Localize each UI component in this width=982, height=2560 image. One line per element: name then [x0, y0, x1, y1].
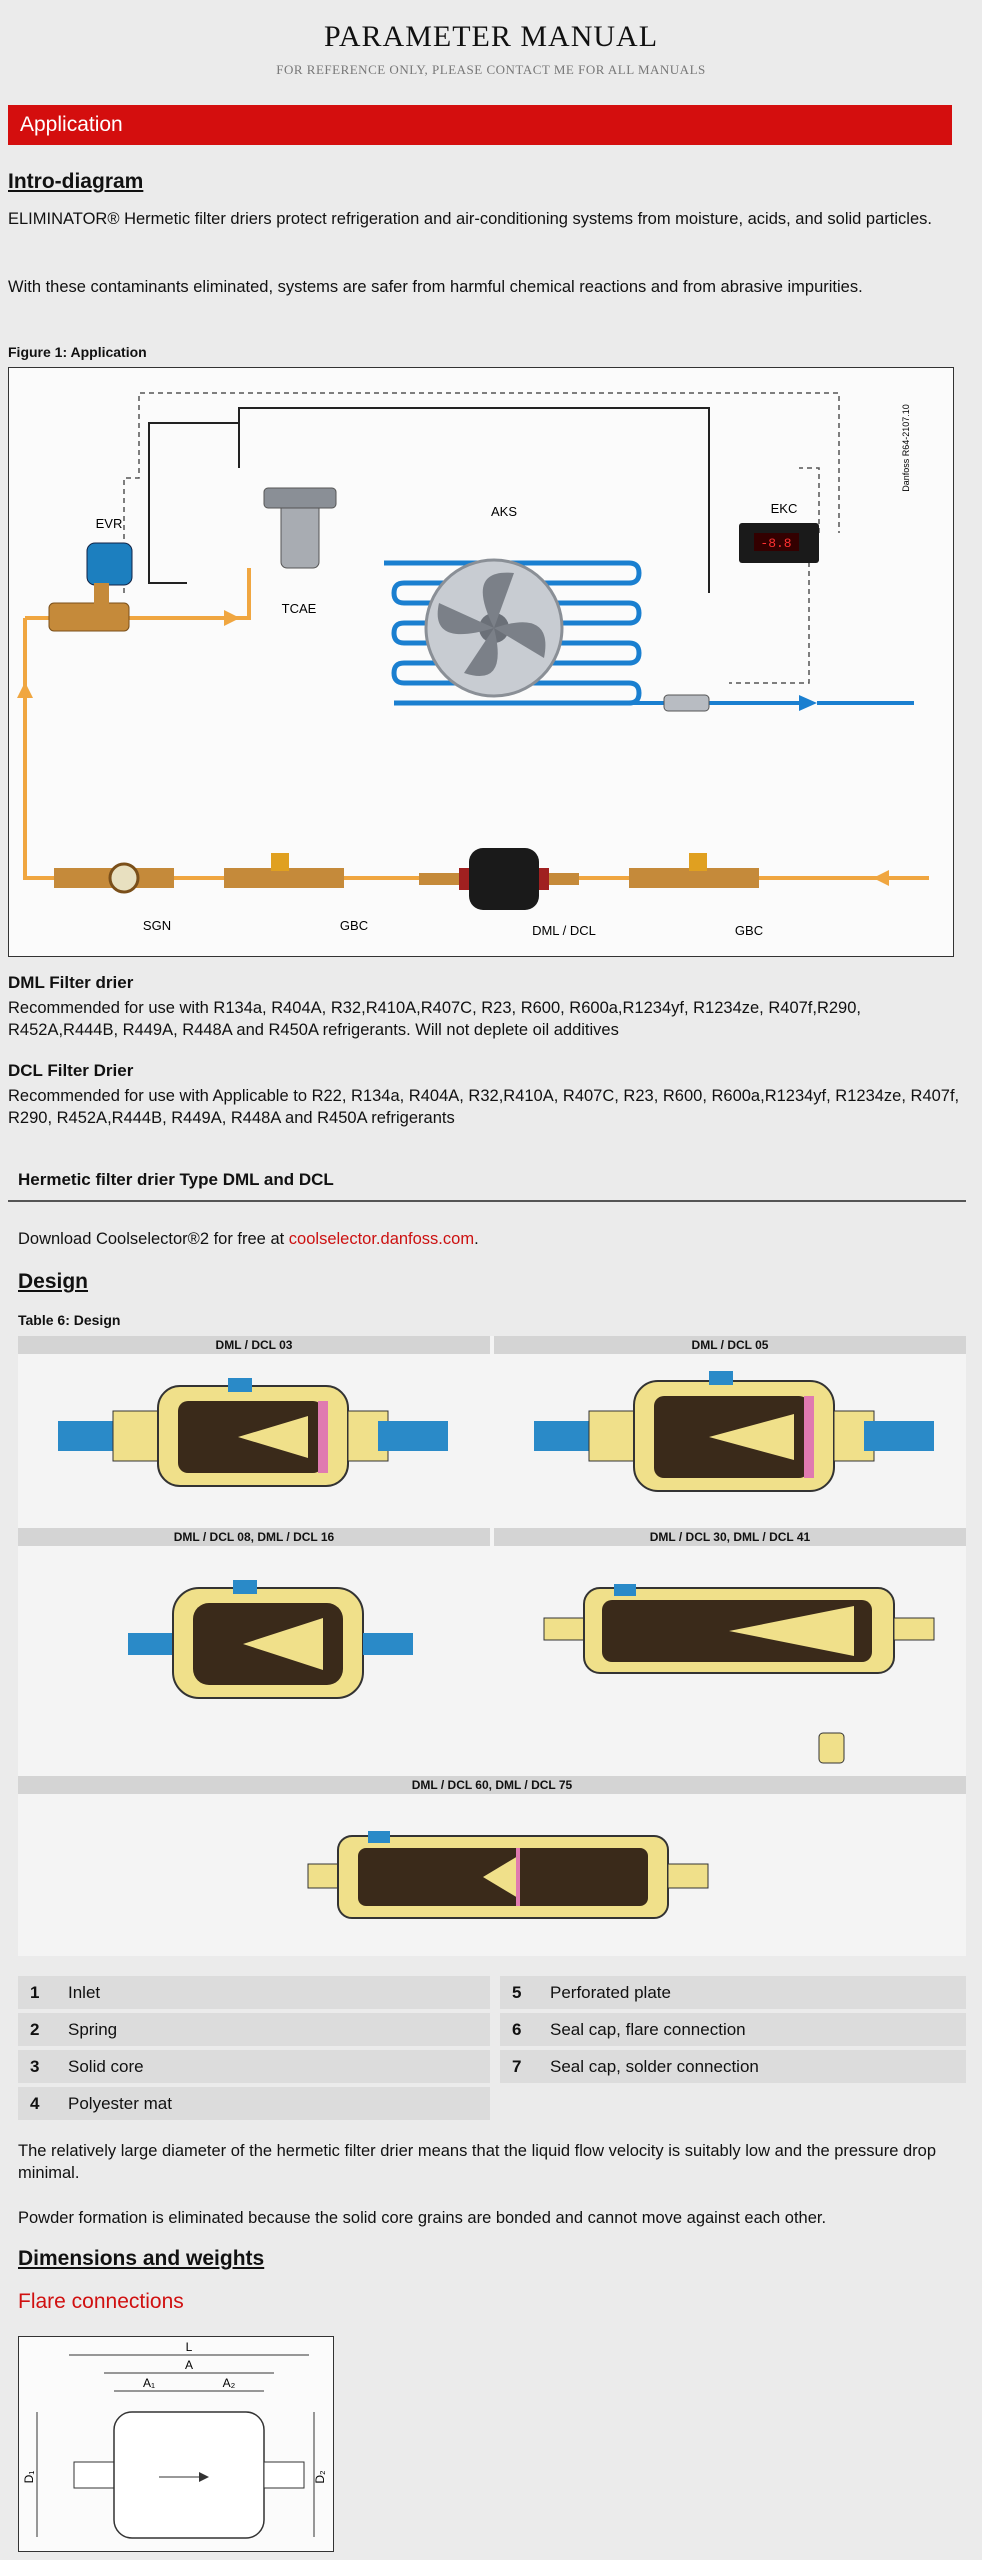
page-subtitle: FOR REFERENCE ONLY, PLEASE CONTACT ME FO… — [276, 62, 706, 77]
design-paragraph-2: Powder formation is eliminated because t… — [18, 2209, 827, 2227]
dim-A2: A₂ — [223, 2376, 236, 2390]
dml-text: Recommended for use with R134a, R404A, R… — [8, 999, 861, 1039]
gbc-left-label: GBC — [340, 918, 368, 933]
panel-title-30-41: DML / DCL 30, DML / DCL 41 — [494, 1528, 966, 1546]
dcl-heading: DCL Filter Drier — [8, 1061, 134, 1080]
page-title: PARAMETER MANUAL — [323, 20, 659, 53]
dim-A: A — [185, 2358, 193, 2372]
drier-diagram-30-41 — [543, 1584, 935, 1764]
download-end: . — [474, 1230, 479, 1248]
dimension-drawing-graphic: L A A₁ A₂ D₁ D₂ — [22, 2340, 327, 2539]
sgn-label: SGN — [143, 918, 171, 933]
coolselector-link[interactable]: coolselector.danfoss.com — [288, 1230, 475, 1248]
intro-paragraph-1: ELIMINATOR® Hermetic filter driers prote… — [8, 210, 932, 228]
ekc-label: EKC — [771, 501, 798, 516]
application-diagram: -8.8 EVR TCAE AKS EKC SGN GBC DML / DCL … — [8, 367, 954, 957]
hermetic-heading: Hermetic filter drier Type DML and DCL — [18, 1170, 334, 1189]
application-section-bar: Application — [8, 105, 952, 145]
evr-label: EVR — [96, 516, 123, 531]
panel-title-05: DML / DCL 05 — [494, 1336, 966, 1354]
aks-label: AKS — [491, 504, 517, 519]
download-text: Download Coolselector®2 for free at — [18, 1230, 289, 1248]
panel-title-60-75: DML / DCL 60, DML / DCL 75 — [18, 1776, 966, 1794]
drier-diagram-05 — [534, 1371, 934, 1492]
drier-diagram-08-16 — [128, 1580, 413, 1699]
section-divider — [8, 1200, 966, 1202]
intro-heading: Intro-diagram — [8, 170, 144, 193]
design-table: DML / DCL 03 DML / DCL 05 DML / DCL 08, … — [18, 1336, 966, 1956]
tcae-label: TCAE — [282, 601, 317, 616]
dim-L: L — [186, 2340, 193, 2354]
dcl-text: Recommended for use with Applicable to R… — [8, 1087, 960, 1127]
dimension-drawing: L A A₁ A₂ D₁ D₂ — [18, 2336, 334, 2552]
dimensions-heading: Dimensions and weights — [18, 2247, 265, 2270]
drier-diagram-03 — [58, 1378, 448, 1487]
flare-connections-subheading: Flare connections — [18, 2290, 184, 2313]
panel-title-08-16: DML / DCL 08, DML / DCL 16 — [18, 1528, 490, 1546]
dim-D1: D₁ — [22, 2471, 36, 2484]
drier-diagram-60-75 — [307, 1831, 709, 1919]
application-diagram-graphic: -8.8 EVR TCAE AKS EKC SGN GBC DML / DCL … — [17, 392, 929, 938]
dim-A1: A₁ — [143, 2376, 155, 2390]
diagram-code: Danfoss R64-2107.10 — [901, 404, 911, 492]
gbc-right-label: GBC — [735, 923, 763, 938]
ekc-display-value: -8.8 — [760, 536, 791, 551]
design-heading: Design — [18, 1270, 89, 1293]
download-line: Download Coolselector®2 for free at cool… — [18, 1228, 479, 1250]
intro-paragraph-2: With these contaminants eliminated, syst… — [8, 278, 863, 296]
design-table-caption: Table 6: Design — [18, 1312, 121, 1328]
panel-title-03: DML / DCL 03 — [18, 1336, 490, 1354]
dim-D2: D₂ — [313, 2470, 327, 2484]
dml-dcl-label: DML / DCL — [532, 923, 596, 938]
figure-caption: Figure 1: Application — [8, 344, 147, 360]
dml-heading: DML Filter drier — [8, 973, 134, 992]
design-paragraph-1: The relatively large diameter of the her… — [18, 2142, 937, 2182]
